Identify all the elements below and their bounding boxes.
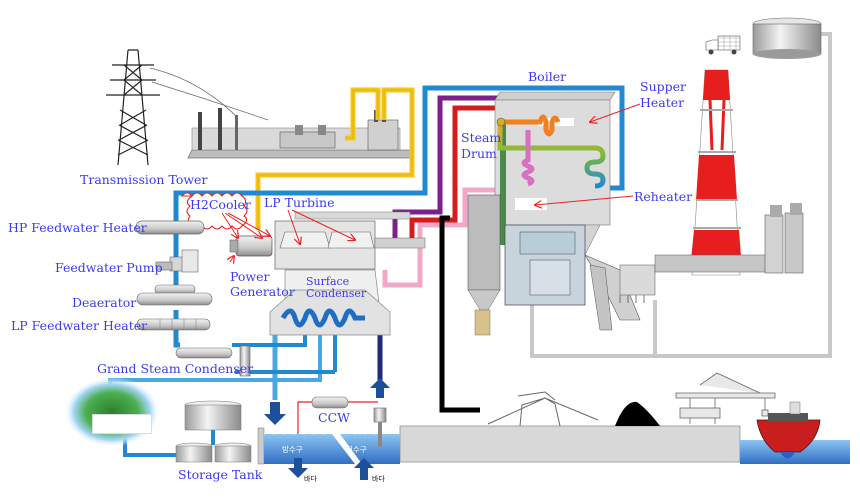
coal-pile bbox=[615, 401, 660, 426]
label-transmission-tower: Transmission Tower bbox=[80, 172, 208, 187]
label-lp-feedwater-heater: LP Feedwater Heater bbox=[11, 318, 148, 333]
feedwater-pipe bbox=[173, 85, 625, 290]
label-supper-heater-line1: Supper bbox=[640, 79, 686, 94]
flue-gas-ducts bbox=[654, 203, 804, 274]
ash-silo bbox=[752, 17, 822, 59]
label-hp-feedwater-heater: HP Feedwater Heater bbox=[8, 220, 147, 235]
storage-tank-small-2 bbox=[214, 442, 252, 463]
label-steam-drum-line2: Drum bbox=[461, 146, 497, 161]
label-reheater: Reheater bbox=[634, 189, 693, 204]
label-intake: 취수구 bbox=[346, 445, 367, 454]
storage-tank-small-1 bbox=[175, 442, 213, 463]
cooling-water-basin bbox=[257, 427, 400, 465]
chimney-stack bbox=[690, 69, 742, 276]
hp-feedwater-heater bbox=[135, 220, 205, 235]
lp-turbine bbox=[274, 211, 426, 270]
ash-truck bbox=[705, 35, 741, 55]
label-grand-steam-condenser: Grand Steam Condenser bbox=[97, 361, 254, 376]
label-h2cooler: H2Cooler bbox=[190, 197, 251, 212]
label-power-generator-line2: Generator bbox=[230, 284, 295, 299]
label-supper-heater-line2: Heater bbox=[640, 95, 685, 110]
grand-steam-condenser bbox=[175, 345, 251, 377]
feedwater-pump bbox=[155, 249, 199, 273]
label-sea-outlet: 바다 bbox=[304, 475, 317, 483]
label-power-generator-line1: Power bbox=[230, 269, 270, 284]
intake-up-arrow bbox=[370, 378, 390, 398]
lp-feedwater-heater bbox=[136, 318, 211, 331]
discharge-to-sea-arrow bbox=[288, 458, 308, 478]
annotation-arrows bbox=[221, 103, 641, 262]
intake-from-sea-arrow bbox=[354, 458, 374, 480]
label-sea-intake: 바다 bbox=[372, 475, 385, 483]
coal-reclaimer bbox=[487, 391, 599, 427]
intake-pump bbox=[373, 407, 387, 447]
coal-line bbox=[439, 215, 480, 413]
power-generator bbox=[229, 235, 273, 257]
steam-drum bbox=[496, 117, 506, 127]
label-feedwater-pump: Feedwater Pump bbox=[55, 260, 163, 275]
storage-tank-large bbox=[184, 400, 242, 431]
label-storage-tank: Storage Tank bbox=[178, 467, 263, 482]
reservoir-lake bbox=[64, 377, 160, 447]
transmission-tower bbox=[106, 49, 269, 166]
discharge-down-arrow bbox=[264, 402, 286, 425]
jetty-ground bbox=[399, 425, 741, 463]
label-steam-drum-line1: Steam bbox=[461, 130, 502, 145]
coal-ship bbox=[756, 401, 821, 459]
reservoir-label-box bbox=[92, 414, 152, 434]
label-boiler: Boiler bbox=[528, 69, 567, 84]
label-lp-turbine: LP Turbine bbox=[264, 195, 335, 210]
deaerator bbox=[136, 284, 213, 306]
boiler-structure bbox=[467, 194, 656, 336]
label-ccw: CCW bbox=[318, 410, 350, 425]
label-deaerator: Deaerator bbox=[72, 295, 137, 310]
label-surface-condenser-line2: Condenser bbox=[306, 287, 367, 300]
ship-unloader-crane bbox=[675, 372, 776, 424]
label-surface-condenser-line1: Surface bbox=[306, 275, 350, 288]
surface-condenser bbox=[269, 269, 391, 336]
label-discharge-outlet: 방수구 bbox=[282, 445, 303, 454]
ccw-heat-exchanger bbox=[297, 396, 378, 434]
